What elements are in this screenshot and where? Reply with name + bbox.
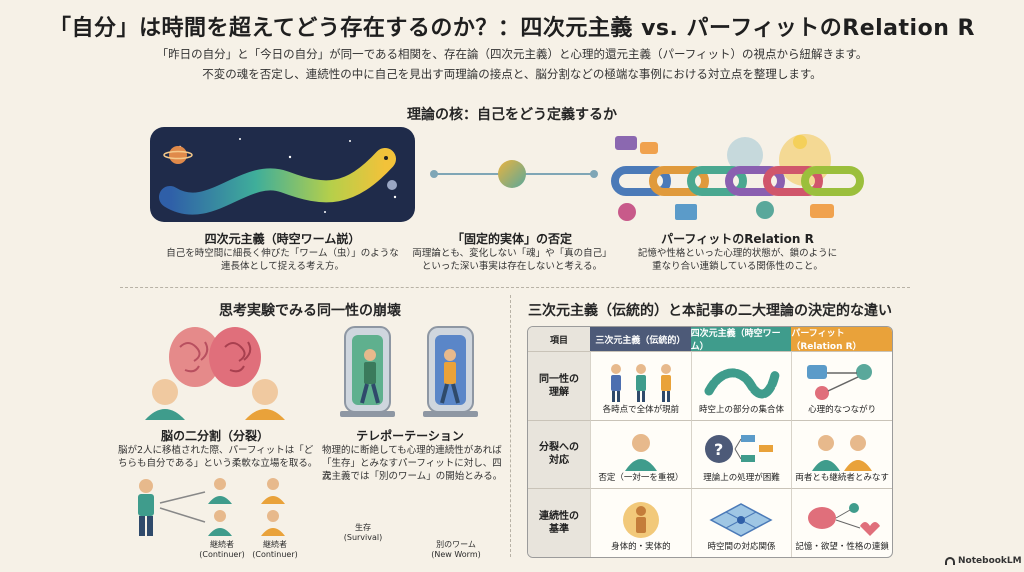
- teleport-label-a-jp: 生存: [355, 523, 371, 532]
- chain-illustration: [605, 130, 870, 225]
- col-header-4d: 四次元主義（時空ワーム）: [690, 327, 792, 352]
- brain-text-2: ちらも自分である」という柔軟な立場を取る。: [118, 458, 318, 469]
- worm-illustration: [150, 127, 415, 222]
- core-left-title: 四次元主義（時空ワーム説）: [204, 232, 361, 246]
- core-middle-text-2: といった深い事実は存在しないと考える。: [421, 261, 603, 272]
- brain-title: 脳の二分割（分裂）: [160, 429, 269, 443]
- core-middle-title: 「固定的実体」の否定: [451, 232, 572, 246]
- teleport-label-b-en: (New Worm): [431, 549, 481, 559]
- teleport-label-b-jp: 別のワーム: [436, 540, 476, 549]
- teleport-text-2: 「生存」とみなすパーフィットに対し、四次: [322, 458, 502, 482]
- row-label-identity: 同一性の 理解: [528, 351, 590, 420]
- split-people-illustration: [130, 478, 300, 538]
- thought-heading: 思考実験でみる同一性の崩壊: [219, 303, 401, 319]
- subtitle-line-1: 「昨日の自分」と「今日の自分」が同一である相関を、存在論（四次元主義）と心理的還…: [156, 47, 868, 61]
- cell-continuity-4d-text: 時空間の対応関係: [707, 541, 776, 552]
- cell-identity-3d: 各時点で全体が現前: [590, 351, 691, 420]
- col-header-parfit: パーフィット（Relation R）: [791, 327, 892, 352]
- brain-text-1: 脳が2人に移植された際、パーフィットは「ど: [118, 445, 314, 456]
- worm-segments-icon: [704, 368, 780, 399]
- brain-label-a: 継続者 (Continuer): [197, 540, 247, 559]
- col-header-3d: 三次元主義（伝統的）: [590, 327, 691, 351]
- question-diagram-icon: ?: [705, 435, 774, 464]
- cell-identity-4d-text: 時空上の部分の集合体: [698, 404, 784, 415]
- brain-split-illustration: [140, 322, 290, 420]
- col-header-item: 項目: [528, 327, 590, 351]
- row-label-continuity: 連続性の 基準: [528, 488, 590, 557]
- brain-label-a-jp: 継続者: [210, 540, 234, 549]
- cell-continuity-4d: 時空間の対応関係: [690, 488, 792, 557]
- cell-split-parfit-text: 両者とも継続者とみなす: [795, 473, 889, 484]
- brain-label-a-en: (Continuer): [199, 549, 245, 559]
- cell-continuity-parfit: 記憶・欲望・性格の連鎖: [791, 488, 892, 557]
- svg-text:?: ?: [714, 440, 723, 459]
- teleport-text-1: 物理的に断絶しても心理的連続性があれば: [322, 445, 502, 456]
- brain-label-b: 継続者 (Continuer): [250, 540, 300, 559]
- brain-label-b-jp: 継続者: [263, 540, 287, 549]
- vertical-divider: [510, 295, 511, 557]
- core-right-text-2: 重なり合い連鎖している関係性のこと。: [652, 261, 823, 272]
- brand-mark: NotebookLM: [945, 556, 1022, 566]
- three-persons-icon: [610, 363, 671, 402]
- connection-icon: [807, 363, 873, 400]
- cell-split-4d: ? 理論上の処理が困難: [690, 419, 792, 489]
- horizontal-divider: [120, 287, 910, 288]
- subtitle-line-2: 不変の魂を否定し、連続性の中に自己を見出す両理論の接点と、脳分割などの極端な事例…: [202, 67, 822, 81]
- teleport-label-a: 生存 (Survival): [333, 523, 393, 542]
- teleport-title: テレポーテーション: [356, 429, 464, 443]
- cell-identity-parfit-text: 心理的なつながり: [808, 404, 877, 415]
- core-middle-text-1: 両理論とも、変化しない「魂」や「真の自己」: [412, 248, 612, 259]
- timeline-end-dot: [590, 170, 598, 178]
- core-right-title: パーフィットのRelation R: [661, 232, 814, 246]
- comparison-table: 項目 三次元主義（伝統的） 四次元主義（時空ワーム） パーフィット（Relati…: [527, 326, 893, 558]
- brain-label-b-en: (Continuer): [252, 549, 298, 559]
- cell-continuity-parfit-text: 記憶・欲望・性格の連鎖: [795, 541, 889, 552]
- teleport-text-3: 元主義では「別のワーム」の開始とみる。: [322, 471, 503, 482]
- cell-split-3d: 否定（一対一を重視）: [590, 419, 691, 489]
- notebooklm-logo-icon: [945, 557, 955, 565]
- cell-split-parfit: 両者とも継続者とみなす: [791, 419, 892, 489]
- cell-split-3d-text: 否定（一対一を重視）: [598, 473, 684, 484]
- brand-name: NotebookLM: [958, 556, 1022, 566]
- brain-heart-icon: [808, 502, 881, 536]
- core-right-text-1: 記憶や性格といった心理的状態が、鎖のように: [637, 248, 838, 259]
- core-heading: 理論の核：自己をどう定義するか: [407, 107, 617, 123]
- core-left-text-2: 連長体として捉える考え方。: [221, 261, 344, 272]
- two-persons-icon: [812, 435, 873, 472]
- teleport-illustration: [340, 325, 480, 420]
- teleport-label-a-en: (Survival): [343, 532, 383, 542]
- self-orb: [498, 160, 526, 188]
- row-label-split: 分裂への 対応: [528, 419, 590, 489]
- single-person-icon: [624, 434, 657, 472]
- cell-continuity-3d-text: 身体的・実体的: [611, 541, 671, 552]
- spacetime-icon: [709, 503, 774, 537]
- core-left-text-1: 自己を時空間に細長く伸びた「ワーム（虫）」のような: [166, 248, 399, 259]
- cell-split-4d-text: 理論上の処理が困難: [703, 473, 780, 484]
- cell-continuity-3d: 身体的・実体的: [590, 488, 691, 557]
- cell-identity-3d-text: 各時点で全体が現前: [602, 404, 680, 415]
- page-title: 「自分」は時間を超えてどう存在するのか？：四次元主義 vs. パーフィットのRe…: [49, 16, 975, 41]
- cell-identity-4d: 時空上の部分の集合体: [690, 351, 792, 420]
- teleport-label-b: 別のワーム (New Worm): [425, 540, 487, 559]
- cell-identity-parfit: 心理的なつながり: [791, 351, 892, 420]
- body-icon: [622, 501, 659, 538]
- compare-heading: 三次元主義（伝統的）と本記事の二大理論の決定的な違い: [528, 303, 892, 319]
- timeline-start-dot: [430, 170, 438, 178]
